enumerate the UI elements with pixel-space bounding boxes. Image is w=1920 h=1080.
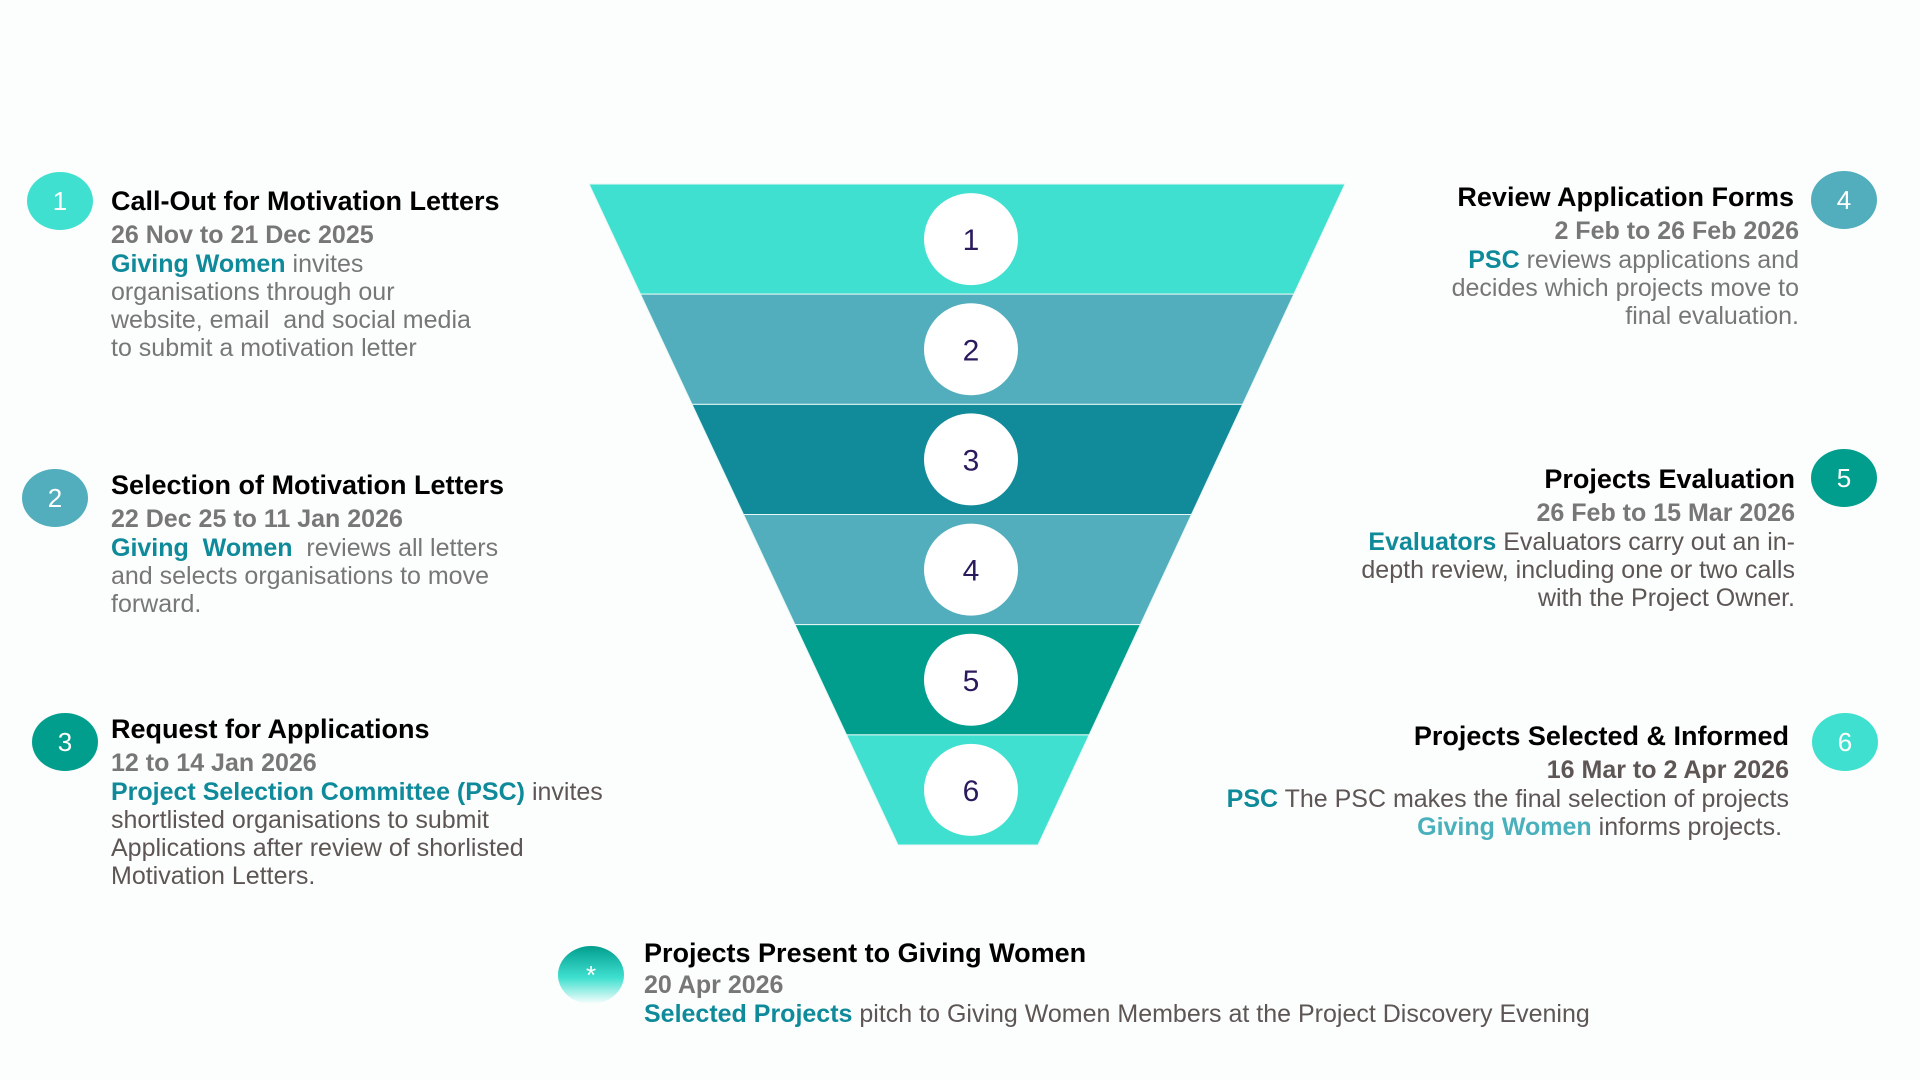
step-6-badge: 6 [1812,713,1878,771]
step-description: Project Selection Committee (PSC) invite… [111,778,671,890]
actor: Evaluators [1368,528,1497,556]
funnel-level-circle [924,743,1018,836]
funnel-level-circle [924,523,1018,616]
step-title: Projects Present to Giving Women [644,938,1087,968]
step-number: 6 [1837,726,1853,757]
funnel-level-circle [924,413,1018,506]
funnel-level-circle [924,633,1018,726]
step-number: 5 [1836,462,1852,493]
actor: Giving Women [111,250,286,278]
step-date: 26 Feb to 15 Mar 2026 [1536,499,1795,527]
text-line: decides which projects move to [1451,274,1799,302]
text-line: invites [531,778,603,806]
text-line: and selects organisations to move [111,562,489,590]
text-line: invites [292,250,364,278]
step-date: 20 Apr 2026 [644,971,784,999]
text-line: to submit a motivation letter [111,334,417,362]
text-line: shortlisted organisations to submit [111,806,489,834]
text-line: Applications after review of shorlisted [111,834,524,862]
funnel-level-number: 1 [963,224,980,257]
funnel-level-circle [924,303,1018,396]
step-description: PSC reviews applications and decides whi… [1299,246,1799,330]
funnel-level-number: 6 [963,775,980,808]
actor: PSC [1226,785,1279,813]
step-5: Projects Evaluation 26 Feb to 15 Mar 202… [1235,462,1795,612]
step-title: Projects Evaluation [1544,464,1795,494]
step-date: 26 Nov to 21 Dec 2025 [111,221,374,249]
text-line: Evaluators carry out an in- [1503,528,1795,556]
step-title: Call-Out for Motivation Letters [111,186,500,216]
step-date: 22 Dec 25 to 11 Jan 2026 [111,505,403,533]
text-line: Motivation Letters. [111,862,316,890]
step-date: 2 Feb to 26 Feb 2026 [1554,217,1799,245]
step-description: Giving Women reviews all letters and sel… [111,534,571,618]
actor: Project Selection Committee (PSC) [111,778,525,806]
step-4: Review Application Forms 2 Feb to 26 Feb… [1299,180,1799,330]
actor: Giving Women [111,534,293,562]
step-number: 2 [47,482,63,513]
step-description: Giving Women invites organisations throu… [111,250,551,362]
funnel-level-number: 5 [963,665,980,698]
step-description: Evaluators Evaluators carry out an in- d… [1235,528,1795,612]
text-line: with the Project Owner. [1537,584,1795,612]
final-step-badge: * [558,946,624,1004]
step-3: Request for Applications 12 to 14 Jan 20… [111,712,671,890]
text-line: pitch to Giving Women Members at the Pro… [859,1000,1590,1028]
text-line: reviews all letters [306,534,499,562]
step-date: 12 to 14 Jan 2026 [111,749,317,777]
step-number: 1 [52,185,68,216]
step-6: Projects Selected & Informed 16 Mar to 2… [1169,719,1789,841]
text-line: informs projects. [1598,813,1783,841]
text-line: final evaluation. [1625,302,1799,330]
actor-secondary: Giving Women [1417,813,1592,841]
step-2: Selection of Motivation Letters 22 Dec 2… [111,468,571,618]
funnel-level-number: 3 [963,444,980,477]
actor: PSC [1468,246,1520,274]
final-step: Projects Present to Giving Women 20 Apr … [644,936,1744,1028]
funnel-level-circle [924,193,1018,286]
funnel-level-number: 2 [963,334,980,367]
step-3-badge: 3 [32,713,98,771]
actor: Selected Projects [644,1000,853,1028]
step-4-badge: 4 [1811,171,1877,229]
step-title: Projects Selected & Informed [1413,721,1789,751]
funnel-level-number: 4 [963,555,980,588]
text-line: forward. [111,590,202,618]
asterisk-icon: * [585,959,597,990]
step-title: Request for Applications [111,714,430,744]
step-description: Selected Projects pitch to Giving Women … [644,1000,1744,1028]
step-1: Call-Out for Motivation Letters 26 Nov t… [111,184,551,362]
step-number: 3 [57,726,73,757]
step-description: PSC The PSC makes the final selection of… [1169,785,1789,841]
step-title: Review Application Forms [1457,182,1794,212]
step-number: 4 [1836,184,1852,215]
step-date: 16 Mar to 2 Apr 2026 [1546,756,1789,784]
step-2-badge: 2 [22,469,88,527]
text-line: reviews applications and [1526,246,1799,274]
text-line: website, email and social media [111,306,471,334]
step-5-badge: 5 [1811,449,1877,507]
text-line: The PSC makes the final selection of pro… [1284,785,1789,813]
text-line: organisations through our [111,278,395,306]
step-title: Selection of Motivation Letters [111,470,505,500]
step-1-badge: 1 [27,172,93,230]
text-line: depth review, including one or two calls [1361,556,1795,584]
